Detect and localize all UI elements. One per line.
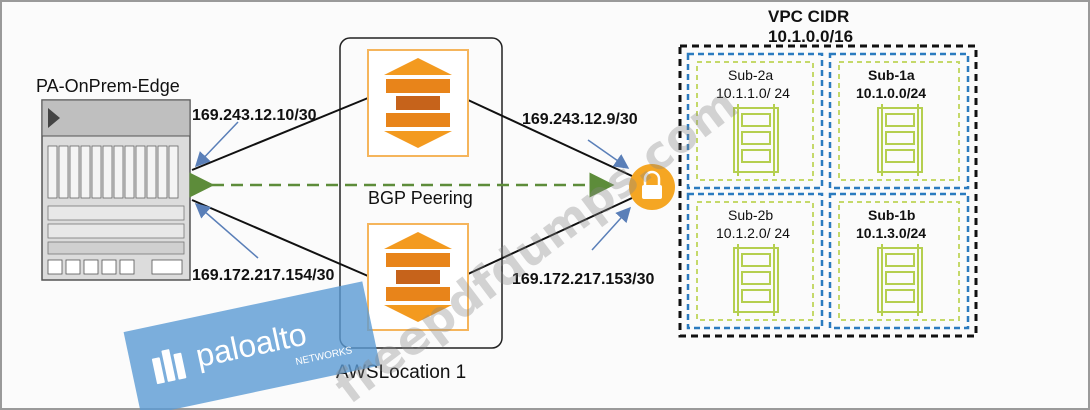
arrow-upper-right bbox=[587, 139, 630, 169]
vpc-title: VPC CIDR bbox=[768, 7, 849, 26]
ip-lower-right: 169.172.217.153/30 bbox=[512, 271, 654, 288]
aws-gateway-icon-upper bbox=[367, 49, 469, 157]
aws-gateway-icon-lower bbox=[367, 223, 469, 331]
vpc-boundary bbox=[678, 44, 978, 338]
server-icon bbox=[877, 104, 923, 176]
subnet-name: Sub-1b bbox=[868, 207, 915, 223]
server-icon bbox=[877, 244, 923, 316]
subnet-box-sub-1b bbox=[828, 192, 970, 330]
subnet-name: Sub-2b bbox=[728, 207, 773, 223]
vpc-cidr: 10.1.0.0/16 bbox=[768, 27, 853, 46]
subnet-box-sub-2b bbox=[686, 192, 824, 330]
arrow-lower-left bbox=[194, 203, 259, 259]
subnet-box-sub-1a bbox=[828, 52, 970, 190]
server-icon bbox=[733, 244, 779, 316]
lock-icon bbox=[629, 164, 675, 210]
paloalto-logo: paloalto NETWORKS bbox=[123, 281, 381, 410]
firewall-device-icon bbox=[41, 99, 191, 281]
ip-upper-right: 169.243.12.9/30 bbox=[522, 111, 638, 128]
ip-upper-left: 169.243.12.10/30 bbox=[192, 107, 317, 124]
subnet-cidr: 10.1.3.0/24 bbox=[856, 225, 926, 241]
subnet-cidr: 10.1.1.0/ 24 bbox=[716, 85, 790, 101]
lower-right-link bbox=[467, 197, 633, 275]
subnet-cidr: 10.1.2.0/ 24 bbox=[716, 225, 790, 241]
bgp-label: BGP Peering bbox=[368, 188, 473, 208]
subnet-box-sub-2a bbox=[686, 52, 824, 190]
subnet-name: Sub-1a bbox=[868, 67, 915, 83]
arrow-lower-right bbox=[591, 206, 632, 251]
ip-lower-left: 169.172.217.154/30 bbox=[192, 267, 334, 284]
lower-left-link bbox=[191, 199, 369, 277]
arrow-upper-left bbox=[194, 121, 239, 168]
upper-right-link bbox=[467, 99, 633, 177]
upper-left-link bbox=[191, 97, 369, 171]
subnet-name: Sub-2a bbox=[728, 67, 773, 83]
subnet-cidr: 10.1.0.0/24 bbox=[856, 85, 926, 101]
server-icon bbox=[733, 104, 779, 176]
device-name: PA-OnPrem-Edge bbox=[36, 76, 180, 96]
